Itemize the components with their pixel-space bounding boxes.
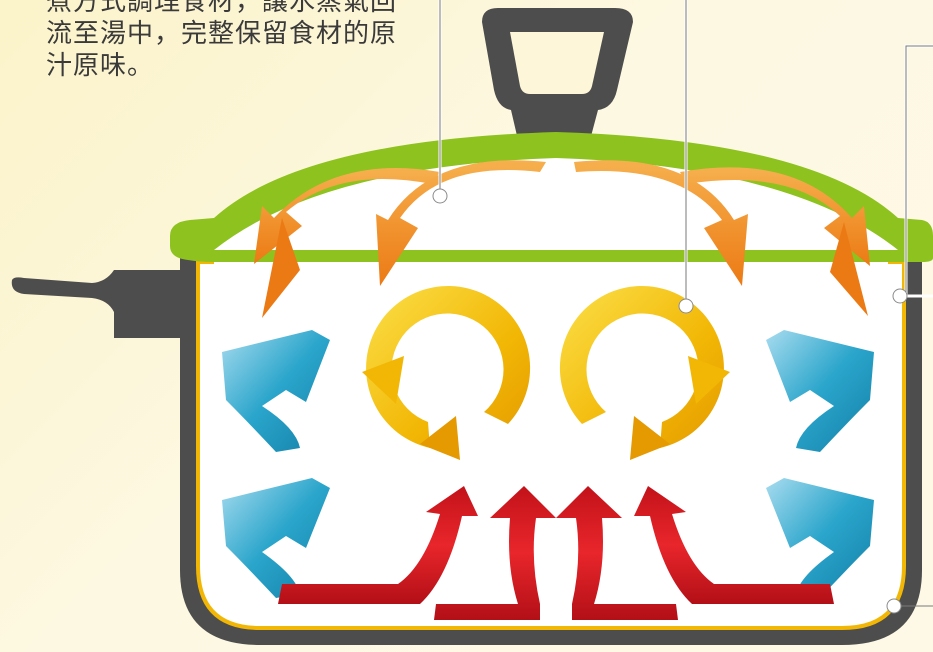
heat-arrow-icon: [634, 486, 834, 604]
description-line-3: 汁原味。: [46, 51, 155, 81]
swirl-arrow-icon: [559, 286, 730, 460]
heat-arrow-icon: [556, 486, 678, 620]
steam-arrow-group: [254, 160, 870, 318]
steam-arrow-icon: [376, 160, 546, 286]
flow-arrow-icon: [766, 478, 874, 598]
lid-handle: [482, 8, 633, 140]
callout-dot: [886, 598, 902, 614]
steam-arrow-icon: [680, 167, 870, 316]
heat-arrow-icon: [434, 486, 556, 620]
heat-arrow-group: [278, 486, 834, 620]
steam-arrow-icon: [254, 168, 440, 318]
callout-dot: [678, 298, 694, 314]
side-handle: [11, 270, 186, 338]
description-text: 煮方式調理食材，讓水蒸氣回 流至湯中，完整保留食材的原 汁原味。: [46, 0, 426, 82]
flow-arrow-icon: [766, 330, 874, 452]
flow-arrow-icon: [222, 478, 330, 598]
description-line-1: 煮方式調理食材，讓水蒸氣回: [46, 0, 398, 17]
swirl-arrow-icon: [362, 286, 531, 460]
swirl-arrow-group: [362, 286, 730, 460]
callout-leaders: [432, 0, 933, 614]
heat-arrow-icon: [278, 486, 478, 604]
callout-dot: [432, 188, 448, 204]
flow-arrow-icon: [222, 330, 330, 452]
callout-dot: [892, 288, 908, 304]
steam-arrow-icon: [574, 160, 748, 286]
flow-arrow-group: [222, 330, 874, 598]
description-line-2: 流至湯中，完整保留食材的原: [46, 19, 398, 49]
